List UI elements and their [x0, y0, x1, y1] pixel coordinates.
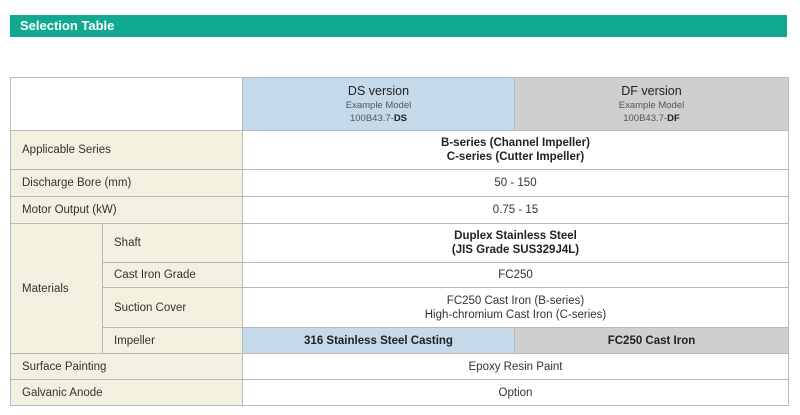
table-row-suction-cover: Suction Cover FC250 Cast Iron (B-series)…	[11, 287, 789, 328]
shaft-label: Shaft	[102, 223, 243, 263]
motor-output-label: Motor Output (kW)	[10, 196, 243, 224]
table-row-shaft: Materials Shaft Duplex Stainless Steel (…	[10, 223, 789, 354]
cast-iron-grade-value: FC250	[242, 262, 789, 288]
applicable-series-label: Applicable Series	[10, 130, 243, 170]
ds-example-label: Example Model	[345, 99, 412, 111]
table-row-galvanic-anode: Galvanic Anode Option	[10, 379, 789, 406]
df-version-header: DF version Example Model 100B43.7-DF	[514, 77, 789, 131]
df-example-model: 100B43.7-DF	[623, 112, 680, 124]
discharge-bore-value: 50 - 150	[242, 169, 789, 197]
table-row-discharge-bore: Discharge Bore (mm) 50 - 150	[10, 169, 789, 197]
table-row-surface-painting: Surface Painting Epoxy Resin Paint	[10, 353, 789, 380]
galvanic-anode-label: Galvanic Anode	[10, 379, 243, 406]
discharge-bore-label: Discharge Bore (mm)	[10, 169, 243, 197]
df-example-label: Example Model	[618, 99, 685, 111]
applicable-series-value: B-series (Channel Impeller) C-series (Cu…	[242, 130, 789, 170]
ds-example-model: 100B43.7-DS	[349, 112, 408, 124]
motor-output-value: 0.75 - 15	[242, 196, 789, 224]
shaft-value: Duplex Stainless Steel (JIS Grade SUS329…	[242, 223, 789, 263]
table-row-applicable-series: Applicable Series B-series (Channel Impe…	[10, 130, 789, 170]
impeller-label: Impeller	[102, 327, 243, 354]
selection-table: DS version Example Model 100B43.7-DS DF …	[10, 77, 789, 406]
df-version-title: DF version	[621, 83, 682, 98]
cast-iron-grade-label: Cast Iron Grade	[102, 262, 243, 288]
section-header-bar: Selection Table	[10, 15, 787, 37]
impeller-df-value: FC250 Cast Iron	[514, 327, 789, 354]
surface-painting-label: Surface Painting	[10, 353, 243, 380]
suction-cover-value: FC250 Cast Iron (B-series) High-chromium…	[242, 287, 789, 328]
materials-label: Materials	[10, 223, 103, 354]
galvanic-anode-value: Option	[242, 379, 789, 406]
ds-version-title: DS version	[347, 83, 410, 98]
suction-cover-label: Suction Cover	[102, 287, 243, 328]
table-row-impeller: Impeller 316 Stainless Steel Casting FC2…	[11, 327, 789, 354]
impeller-ds-value: 316 Stainless Steel Casting	[242, 327, 515, 354]
table-row-motor-output: Motor Output (kW) 0.75 - 15	[10, 196, 789, 224]
section-title: Selection Table	[20, 18, 115, 33]
ds-version-header: DS version Example Model 100B43.7-DS	[242, 77, 515, 131]
table-header-row: DS version Example Model 100B43.7-DS DF …	[10, 77, 789, 131]
surface-painting-value: Epoxy Resin Paint	[242, 353, 789, 380]
header-blank-cell	[10, 77, 243, 131]
table-row-cast-iron-grade: Cast Iron Grade FC250	[11, 262, 789, 288]
